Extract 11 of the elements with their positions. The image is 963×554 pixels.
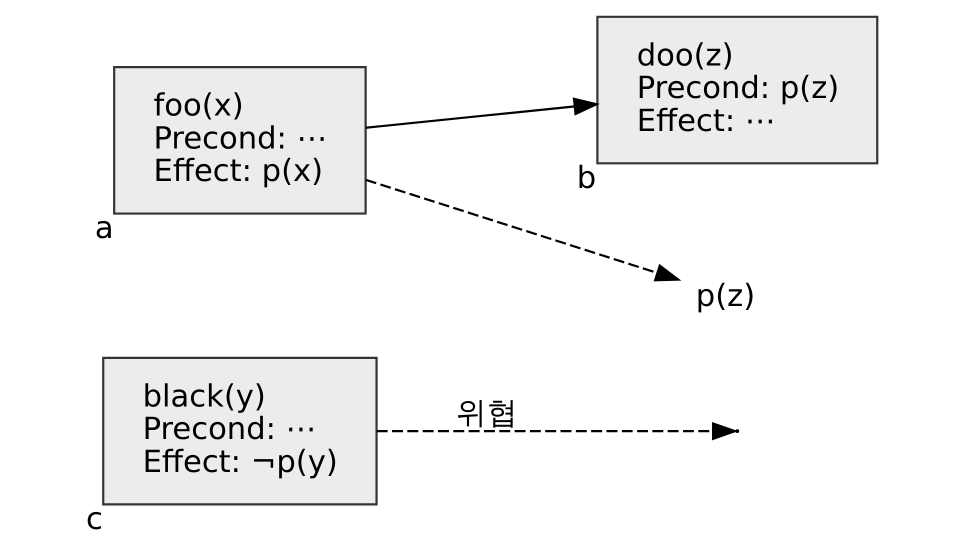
arrow	[376, 422, 738, 440]
node-label: b	[576, 160, 596, 196]
node-label: a	[94, 211, 114, 246]
node-box: foo(x) Precond: ⋯ Effect: p(x)	[113, 66, 367, 215]
node-box: doo(z) Precond: p(z) Effect: ⋯	[596, 16, 878, 164]
arrow	[366, 97, 600, 129]
node-box: black(y) Precond: ⋯ Effect: ¬p(y)	[102, 356, 378, 506]
node-label: c	[86, 502, 103, 537]
node-text: p(z)	[696, 278, 756, 314]
arrow	[366, 178, 682, 282]
edge-label: 위협	[456, 396, 518, 431]
